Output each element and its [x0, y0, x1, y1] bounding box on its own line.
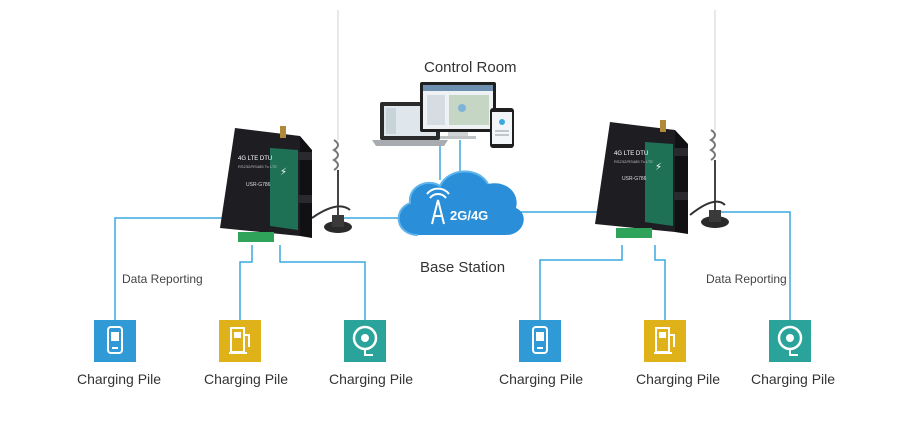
lightning-icon: ⚡ — [280, 167, 287, 178]
dtu-left-line2: RS232/RS485 To LTE — [238, 164, 277, 169]
dtu-right-line1: 4G LTE DTU — [614, 151, 648, 157]
base-station-label: Base Station — [420, 259, 506, 276]
antenna-left — [311, 10, 352, 233]
phone-pile-icon — [519, 320, 561, 362]
line-left-pile2 — [239, 245, 253, 325]
monitor-icon — [420, 82, 496, 139]
line-left-pile1 — [114, 217, 222, 325]
charging-piles — [94, 320, 811, 362]
pile-label-2: Charging Pile — [204, 371, 289, 387]
plug-pile-icon — [769, 320, 811, 362]
control-room-title: Control Room — [424, 59, 517, 76]
dtu-left-line1: 4G LTE DTU — [238, 156, 272, 162]
base-station-cloud: 2G/4G — [397, 170, 524, 236]
pile-label-6: Charging Pile — [751, 371, 836, 387]
connection-lines — [114, 140, 791, 325]
line-left-pile3 — [279, 245, 366, 325]
phone-icon — [490, 108, 514, 148]
line-right-pile2 — [654, 245, 666, 325]
data-reporting-left: Data Reporting — [122, 272, 203, 286]
phone-pile-icon — [94, 320, 136, 362]
pile-label-3: Charging Pile — [329, 371, 414, 387]
line-right-pile1 — [539, 245, 623, 325]
pile-label-4: Charging Pile — [499, 371, 584, 387]
line-right-pile3 — [720, 211, 791, 325]
fuel-pile-icon — [644, 320, 686, 362]
dtu-right-model: USR-G786 — [622, 176, 647, 182]
dtu-left-model: USR-G786 — [246, 182, 271, 188]
control-room-devices — [372, 82, 514, 148]
dtu-device-left: 4G LTE DTU RS232/RS485 To LTE USR-G786 ⚡ — [220, 10, 352, 242]
dtu-device-right: 4G LTE DTU RS232/RS485 To LTE USR-G786 ⚡ — [595, 10, 729, 238]
lightning-icon: ⚡ — [655, 162, 662, 173]
antenna-right — [689, 10, 729, 228]
plug-pile-icon — [344, 320, 386, 362]
dtu-right-line2: RS232/RS485 To LTE — [614, 159, 653, 164]
fuel-pile-icon — [219, 320, 261, 362]
cloud-text: 2G/4G — [450, 208, 488, 223]
pile-label-1: Charging Pile — [77, 371, 162, 387]
data-reporting-right: Data Reporting — [706, 272, 787, 286]
pile-label-5: Charging Pile — [636, 371, 721, 387]
tower-icon — [426, 187, 450, 225]
